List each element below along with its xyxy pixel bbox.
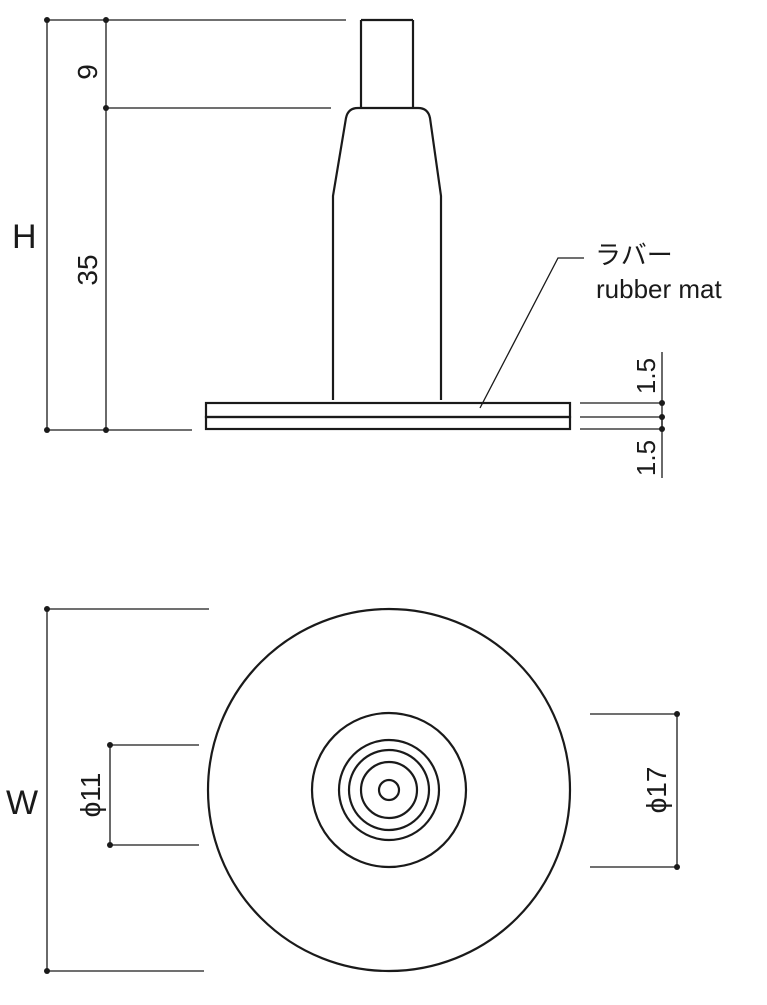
dim-dot [44,17,50,23]
callout-leader [479,257,584,409]
dim-dot [44,606,50,612]
dim-label-9: 9 [72,64,103,80]
dim-dot [659,426,665,432]
tube-circle-outer [337,738,441,842]
top-tube [359,18,415,108]
dim-dot [103,17,109,23]
dim-dot [107,842,113,848]
rubber-mat [204,415,572,431]
dim-label-base-top: 1.5 [631,358,661,394]
tapered-body [331,106,443,400]
dim-label-w: W [6,784,38,822]
dim-label-phi11: ϕ11 [75,773,106,818]
dim-label-base-bottom: 1.5 [631,440,661,476]
dim-dot [44,968,50,974]
collar-circle [310,711,468,869]
tube-circle-mid [347,748,431,832]
plan-view: W ϕ11 ϕ17 [6,606,680,974]
dim-label-h: H [12,218,37,256]
dim-dot [103,427,109,433]
dim-label-phi17: ϕ17 [641,767,672,814]
base-outline-circle [206,607,572,973]
dim-dot [674,864,680,870]
side-view: H 9 35 ラバー rubber mat 1.5 1.5 [12,17,722,478]
dim-label-35: 35 [72,254,103,285]
callout-label-en: rubber mat [596,274,722,304]
dim-dot [659,400,665,406]
dim-dot [107,742,113,748]
dim-dot [674,711,680,717]
dim-dot [659,414,665,420]
dim-dot [44,427,50,433]
callout-label-jp: ラバー [595,240,673,270]
base-plate [204,401,572,419]
center-hole [377,778,401,802]
dim-dot [103,105,109,111]
tube-circle-inner [359,760,419,820]
